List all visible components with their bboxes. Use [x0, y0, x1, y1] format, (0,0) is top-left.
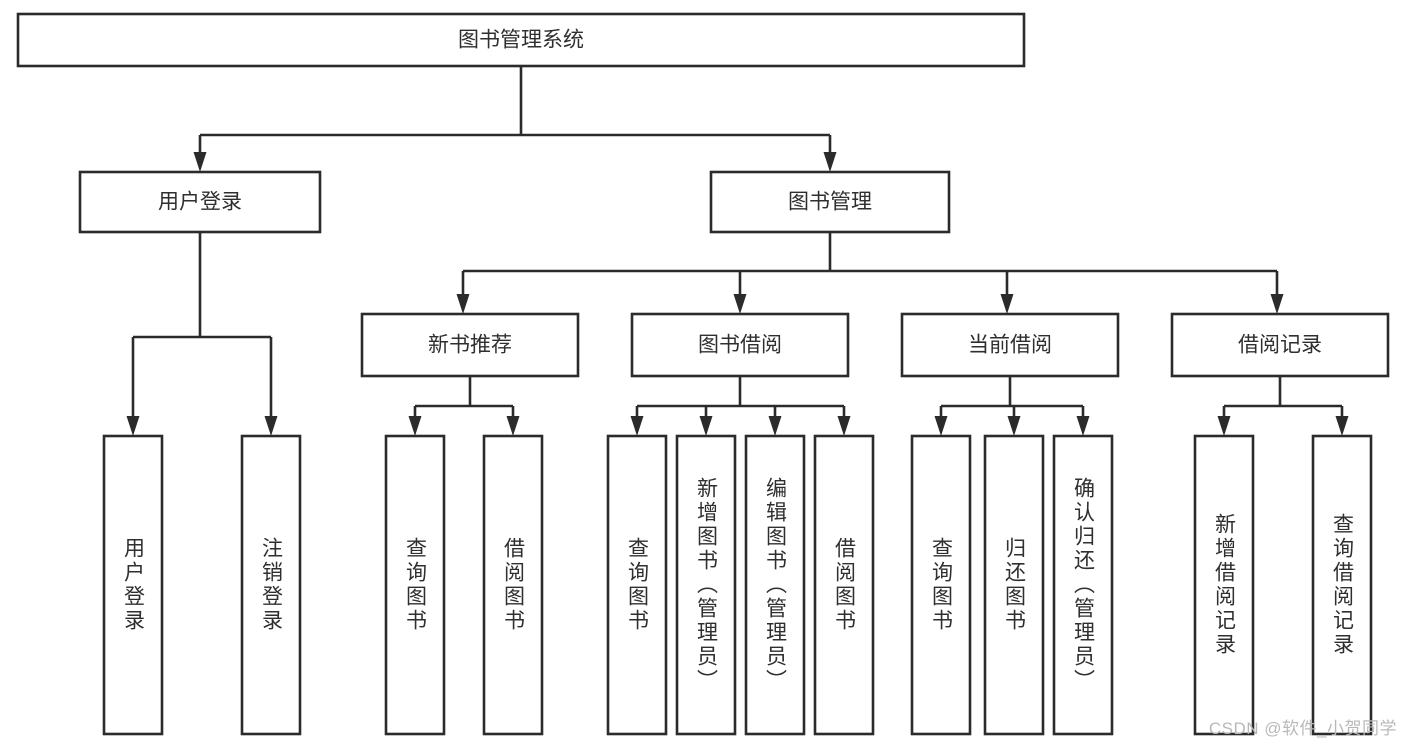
node-box-l_logout[interactable] [240, 434, 302, 736]
arrow-head-3 [837, 416, 851, 436]
node-l_query_book_1[interactable] [384, 434, 446, 736]
node-l_query_book_2[interactable] [606, 434, 668, 736]
node-box-l_query_book_3[interactable] [910, 434, 972, 736]
node-l_borrow_book_1[interactable] [482, 434, 544, 736]
arrow-head-0 [934, 416, 948, 436]
arrow-head-1 [733, 294, 747, 314]
edge-group-book-mgmt-to-level3 [456, 232, 1284, 314]
node-label-root: 图书管理系统 [458, 29, 584, 52]
node-label-n_current_borrow: 当前借阅 [968, 334, 1052, 357]
edge-group-borrow-record-to-leaves [1217, 376, 1349, 436]
node-l_logout[interactable] [240, 434, 302, 736]
node-l_borrow_book_2[interactable] [813, 434, 875, 736]
node-box-n_new_book_rec[interactable] [360, 312, 580, 378]
node-box-n_book_mgmt[interactable] [709, 170, 951, 234]
node-box-n_user_login[interactable] [78, 170, 322, 234]
node-box-l_query_record[interactable] [1311, 434, 1373, 736]
arrow-head-0 [630, 416, 644, 436]
edge-group-user-login-to-leaves [126, 232, 278, 436]
node-n_borrow[interactable]: 图书借阅 [630, 312, 850, 378]
arrow-head-3 [1270, 294, 1284, 314]
node-n_book_mgmt[interactable]: 图书管理 [709, 170, 951, 234]
node-box-l_return_book[interactable] [983, 434, 1045, 736]
node-box-l_borrow_book_2[interactable] [813, 434, 875, 736]
arrow-head-1 [823, 152, 837, 172]
node-box-l_edit_book[interactable] [744, 434, 806, 736]
node-box-n_borrow_record[interactable] [1170, 312, 1390, 378]
csdn-watermark: CSDN @软件_小贺同学 [1208, 719, 1397, 738]
arrow-head-2 [768, 416, 782, 436]
node-box-root[interactable] [16, 12, 1026, 68]
node-box-l_query_book_2[interactable] [606, 434, 668, 736]
node-label-n_borrow_record: 借阅记录 [1238, 334, 1322, 357]
edge-group-current-borrow-to-leaves [934, 376, 1090, 436]
node-box-l_confirm_return[interactable] [1052, 434, 1114, 736]
node-l_query_book_3[interactable] [910, 434, 972, 736]
node-box-l_user_login[interactable] [102, 434, 164, 736]
arrow-head-0 [1217, 416, 1231, 436]
node-box-l_borrow_book_1[interactable] [482, 434, 544, 736]
node-n_new_book_rec[interactable]: 新书推荐 [360, 312, 580, 378]
edge-group-root-to-level2 [193, 66, 837, 172]
node-l_edit_book[interactable] [744, 434, 806, 736]
arrow-head-1 [506, 416, 520, 436]
node-root[interactable]: 图书管理系统 [16, 12, 1026, 68]
node-box-l_add_book[interactable] [675, 434, 737, 736]
edge-group-borrow-to-leaves [630, 376, 851, 436]
node-label-n_new_book_rec: 新书推荐 [428, 334, 512, 357]
arrow-head-1 [699, 416, 713, 436]
arrow-head-1 [1335, 416, 1349, 436]
node-label-n_borrow: 图书借阅 [698, 334, 782, 357]
node-l_confirm_return[interactable] [1052, 434, 1114, 736]
edge-group-new-book-rec-to-leaves [408, 376, 520, 436]
node-box-n_current_borrow[interactable] [900, 312, 1120, 378]
arrow-head-1 [264, 416, 278, 436]
arrow-head-1 [1007, 416, 1021, 436]
arrow-head-2 [1076, 416, 1090, 436]
node-l_add_record[interactable] [1193, 434, 1255, 736]
node-l_return_book[interactable] [983, 434, 1045, 736]
node-n_current_borrow[interactable]: 当前借阅 [900, 312, 1120, 378]
node-label-n_user_login: 用户登录 [158, 191, 242, 214]
node-label-n_book_mgmt: 图书管理 [788, 191, 872, 214]
arrow-head-0 [193, 152, 207, 172]
node-n_borrow_record[interactable]: 借阅记录 [1170, 312, 1390, 378]
arrow-head-2 [1000, 294, 1014, 314]
node-l_add_book[interactable] [675, 434, 737, 736]
arrow-head-0 [408, 416, 422, 436]
node-l_user_login[interactable] [102, 434, 164, 736]
node-l_query_record[interactable] [1311, 434, 1373, 736]
node-box-l_query_book_1[interactable] [384, 434, 446, 736]
arrow-head-0 [126, 416, 140, 436]
node-n_user_login[interactable]: 用户登录 [78, 170, 322, 234]
node-box-n_borrow[interactable] [630, 312, 850, 378]
node-box-l_add_record[interactable] [1193, 434, 1255, 736]
arrow-head-0 [456, 294, 470, 314]
